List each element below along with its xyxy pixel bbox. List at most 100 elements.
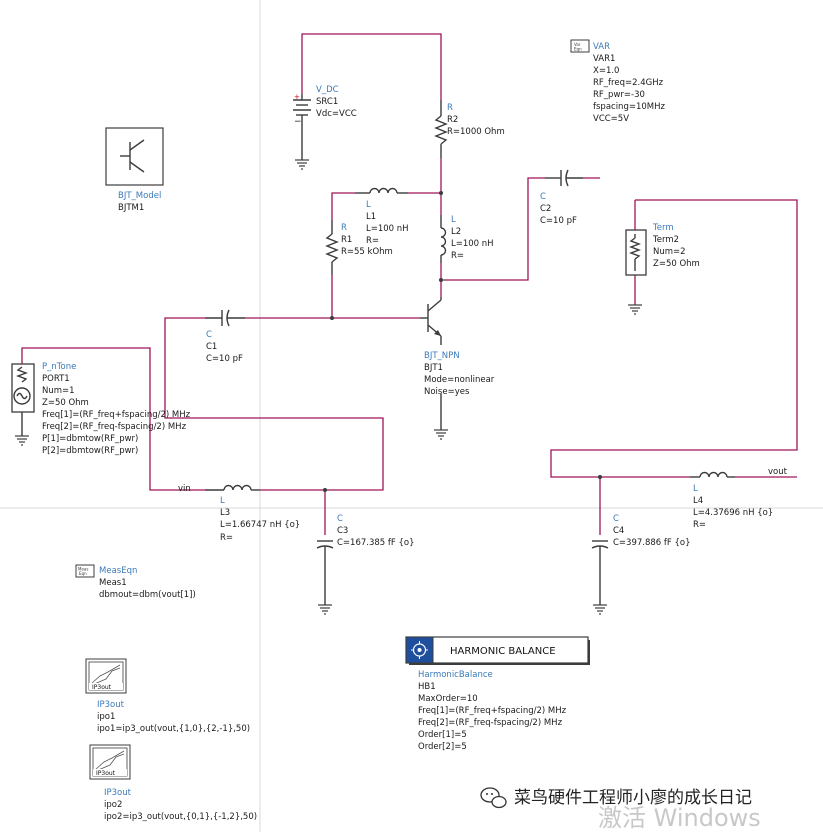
- ipo2-param: ipo2=ip3_out(vout,{0,1},{-1,2},50): [104, 812, 257, 822]
- meas-param: dbmout=dbm(vout[1]): [99, 590, 196, 600]
- bjt-name: BJT1: [424, 363, 443, 373]
- c2-name: C2: [540, 204, 551, 214]
- c3-name: C3: [337, 526, 348, 536]
- l3-param-r: R=: [220, 533, 233, 543]
- l4-name: L4: [693, 496, 703, 506]
- l1-param-l: L=100 nH: [366, 224, 409, 234]
- resistor-r1[interactable]: [325, 220, 339, 275]
- port-param-num: Num=1: [42, 386, 75, 396]
- ip3out-icon-label-2: IP3out: [96, 770, 116, 777]
- ipo1-type: IP3out: [97, 700, 125, 710]
- capacitor-c1[interactable]: [205, 309, 245, 327]
- hb-param-order2: Order[2]=5: [418, 742, 467, 752]
- port-name: PORT1: [42, 374, 70, 384]
- term-name: Term2: [652, 235, 679, 245]
- c1-name: C1: [206, 342, 217, 352]
- wires: [21, 33, 798, 535]
- bjt-type: BJT_NPN: [424, 351, 460, 361]
- svg-text:Meas: Meas: [78, 567, 88, 572]
- measeqn-block[interactable]: Meas Eqn: [75, 564, 95, 578]
- capacitor-c2[interactable]: [545, 169, 583, 187]
- resistor-r2[interactable]: [434, 100, 448, 158]
- ipo2-type: IP3out: [104, 788, 132, 798]
- net-label-vout: vout: [768, 467, 788, 477]
- inductor-l4[interactable]: [690, 471, 735, 478]
- term-type: Term: [652, 223, 674, 233]
- junction-dots: [323, 191, 602, 492]
- l4-param-l: L=4.37696 nH {o}: [693, 508, 773, 518]
- svg-text:Eqn: Eqn: [79, 571, 87, 576]
- l2-param-l: L=100 nH: [451, 239, 494, 249]
- r2-type: R: [447, 103, 453, 113]
- var-param-rf-pwr: RF_pwr=-30: [593, 90, 645, 100]
- var-param-rf-freq: RF_freq=2.4GHz: [593, 78, 664, 88]
- wechat-logo: [480, 787, 507, 809]
- var-param-x: X=1.0: [593, 66, 619, 76]
- l2-type: L: [451, 215, 456, 225]
- ipo2-name: ipo2: [104, 800, 122, 810]
- harmonic-balance-block[interactable]: HARMONIC BALANCE: [405, 636, 590, 665]
- ground-c3: [318, 604, 332, 615]
- term-param-num: Num=2: [653, 247, 686, 257]
- r2-param: R=1000 Ohm: [447, 127, 505, 137]
- c1-type: C: [206, 330, 212, 340]
- port-param-p1: P[1]=dbmtow(RF_pwr): [42, 434, 138, 444]
- port-type: P_nTone: [42, 362, 76, 372]
- hb-param-freq2: Freq[2]=(RF_freq-fspacing/2) MHz: [418, 718, 563, 728]
- c4-type: C: [613, 514, 619, 524]
- c2-type: C: [540, 192, 546, 202]
- l1-name: L1: [366, 212, 376, 222]
- hb-param-maxorder: MaxOrder=10: [418, 694, 478, 704]
- c2-param: C=10 pF: [540, 216, 577, 226]
- var-block[interactable]: Var Eqn: [570, 39, 590, 53]
- bjt-model-block[interactable]: [105, 127, 164, 186]
- ground-port: [15, 435, 29, 446]
- term-port[interactable]: [625, 229, 647, 276]
- harmonic-balance-icon: [411, 641, 428, 659]
- watermark-author: 菜鸟硬件工程师小廖的成长日记: [514, 788, 752, 808]
- vdc-type: V_DC: [316, 85, 339, 95]
- watermark-activate-windows: 激活 Windows: [598, 804, 761, 832]
- ground-term: [628, 304, 642, 315]
- l4-type: L: [693, 484, 698, 494]
- ground-vdc: [295, 159, 309, 170]
- bjt-param-noise: Noise=yes: [424, 387, 470, 397]
- svg-text:Eqn: Eqn: [574, 47, 582, 52]
- inductor-l1[interactable]: [355, 187, 408, 194]
- hb-type: HarmonicBalance: [418, 670, 493, 680]
- port-ntone[interactable]: [11, 363, 35, 436]
- port-param-freq1: Freq[1]=(RF_freq+fspacing/2) MHz: [42, 410, 191, 420]
- r2-name: R2: [447, 115, 458, 125]
- svg-text:+: +: [294, 93, 300, 101]
- bjt-param-mode: Mode=nonlinear: [424, 375, 495, 385]
- svg-text:Var: Var: [574, 42, 581, 47]
- l2-name: L2: [451, 227, 461, 237]
- l3-name: L3: [220, 508, 230, 518]
- ground-bjt: [434, 429, 448, 440]
- vdc-name: SRC1: [316, 97, 338, 107]
- capacitor-c4[interactable]: [591, 540, 609, 605]
- hb-param-freq1: Freq[1]=(RF_freq+fspacing/2) MHz: [418, 706, 567, 716]
- r1-param: R=55 kOhm: [341, 247, 393, 257]
- inductor-l2[interactable]: [440, 215, 447, 263]
- vdc-source[interactable]: + −: [293, 93, 311, 160]
- capacitor-c3[interactable]: [316, 540, 334, 605]
- hb-name: HB1: [418, 682, 436, 692]
- c4-name: C4: [613, 526, 624, 536]
- term-param-z: Z=50 Ohm: [653, 259, 700, 269]
- l1-param-r: R=: [366, 236, 379, 246]
- ip3out-block-1[interactable]: IP3out: [85, 658, 127, 694]
- net-label-vin: vin: [178, 484, 191, 494]
- l1-type: L: [366, 200, 371, 210]
- c4-param: C=397.886 fF {o}: [613, 538, 691, 548]
- ground-c4: [593, 604, 607, 615]
- l3-param-l: L=1.66747 nH {o}: [220, 520, 300, 530]
- c1-param: C=10 pF: [206, 354, 243, 364]
- ip3out-icon-label-1: IP3out: [92, 684, 112, 691]
- r1-type: R: [341, 223, 347, 233]
- ip3out-block-2[interactable]: IP3out: [89, 744, 131, 780]
- inductor-l3[interactable]: [205, 484, 260, 491]
- bjt-npn[interactable]: [420, 297, 442, 345]
- vdc-param: Vdc=VCC: [316, 109, 357, 119]
